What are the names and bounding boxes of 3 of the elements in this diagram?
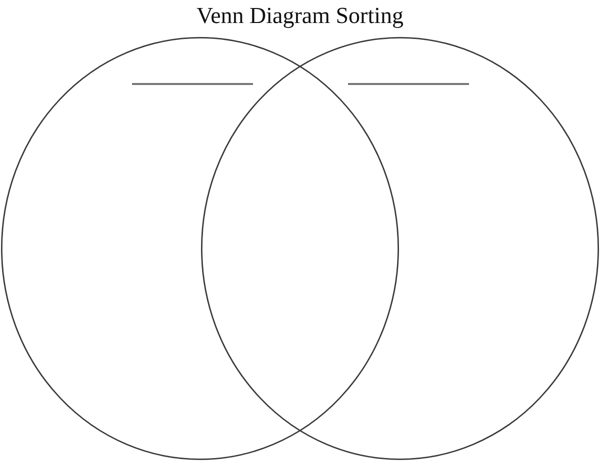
venn-circle bbox=[201, 37, 599, 460]
title: Venn Diagram Sorting bbox=[196, 2, 404, 30]
venn-circle bbox=[1, 37, 399, 460]
